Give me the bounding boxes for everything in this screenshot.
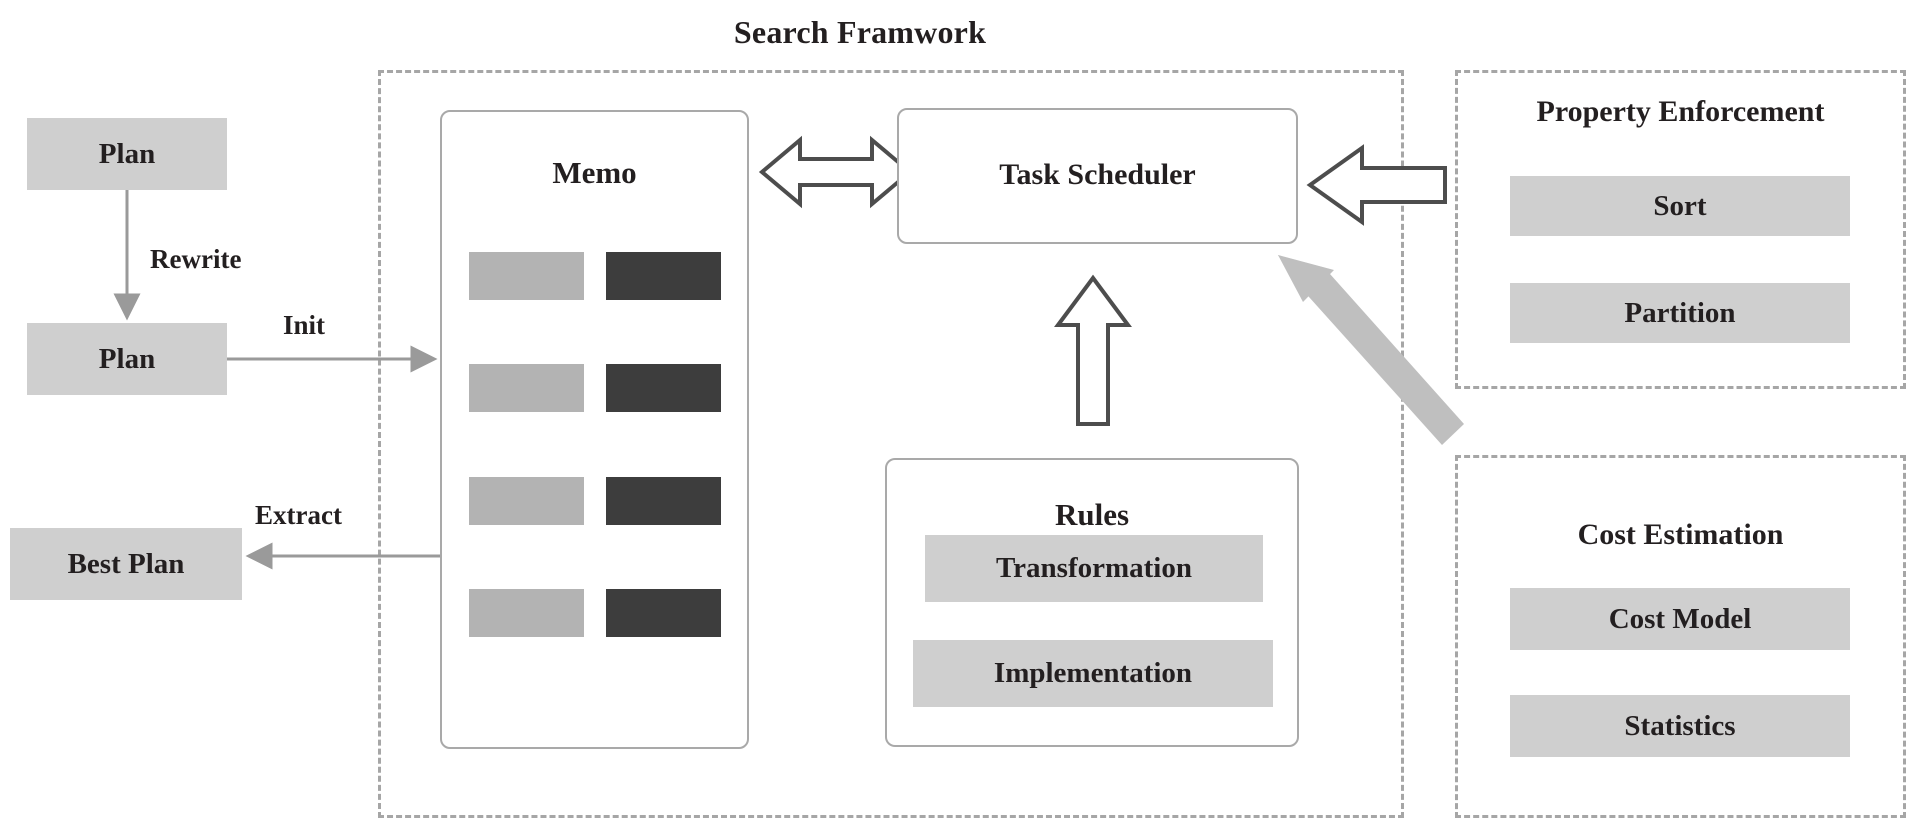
memo-row bbox=[469, 589, 721, 637]
property-item-sort[interactable]: Sort bbox=[1510, 176, 1850, 236]
cost-estimation-panel: Cost Estimation bbox=[1455, 455, 1906, 818]
cost-item-cost-model[interactable]: Cost Model bbox=[1510, 588, 1850, 650]
memo-scheduler-double-arrow bbox=[758, 135, 914, 209]
memo-row bbox=[469, 364, 721, 412]
property-enforcement-panel: Property Enforcement bbox=[1455, 70, 1906, 389]
memo-card[interactable]: Memo bbox=[440, 110, 749, 749]
memo-cell-dark bbox=[606, 252, 721, 300]
memo-cell-light bbox=[469, 589, 584, 637]
cost-item-statistics[interactable]: Statistics bbox=[1510, 695, 1850, 757]
rules-item-implementation[interactable]: Implementation bbox=[913, 640, 1273, 707]
memo-cell-dark bbox=[606, 477, 721, 525]
search-framework-panel bbox=[378, 70, 1404, 818]
page-title-text: Search Framwork bbox=[733, 14, 987, 50]
property-enforcement-title: Property Enforcement bbox=[1536, 95, 1825, 128]
rules-item-transformation[interactable]: Transformation bbox=[925, 535, 1263, 602]
rewrite-label: Rewrite bbox=[150, 244, 242, 274]
best-plan-box[interactable]: Best Plan bbox=[10, 528, 242, 600]
rules-scheduler-up-arrow bbox=[1054, 274, 1132, 426]
memo-title: Memo bbox=[552, 155, 637, 190]
memo-row bbox=[469, 252, 721, 300]
memo-row bbox=[469, 477, 721, 525]
task-scheduler-title: Task Scheduler bbox=[999, 158, 1196, 191]
plan-box-rewritten[interactable]: Plan bbox=[27, 323, 227, 395]
memo-cell-light bbox=[469, 477, 584, 525]
cost-scheduler-diagonal-arrow bbox=[1278, 255, 1464, 445]
cost-estimation-title: Cost Estimation bbox=[1577, 518, 1784, 551]
property-item-partition[interactable]: Partition bbox=[1510, 283, 1850, 343]
memo-cell-light bbox=[469, 252, 584, 300]
task-scheduler-card[interactable]: Task Scheduler bbox=[897, 108, 1298, 244]
memo-cell-light bbox=[469, 364, 584, 412]
memo-cell-dark bbox=[606, 589, 721, 637]
rules-title: Rules bbox=[1054, 497, 1130, 532]
property-scheduler-left-arrow bbox=[1306, 144, 1447, 226]
plan-box-input[interactable]: Plan bbox=[27, 118, 227, 190]
init-label: Init bbox=[283, 310, 326, 340]
extract-label: Extract bbox=[255, 500, 342, 530]
memo-cell-dark bbox=[606, 364, 721, 412]
page-title: Search Framwork bbox=[0, 14, 1920, 51]
